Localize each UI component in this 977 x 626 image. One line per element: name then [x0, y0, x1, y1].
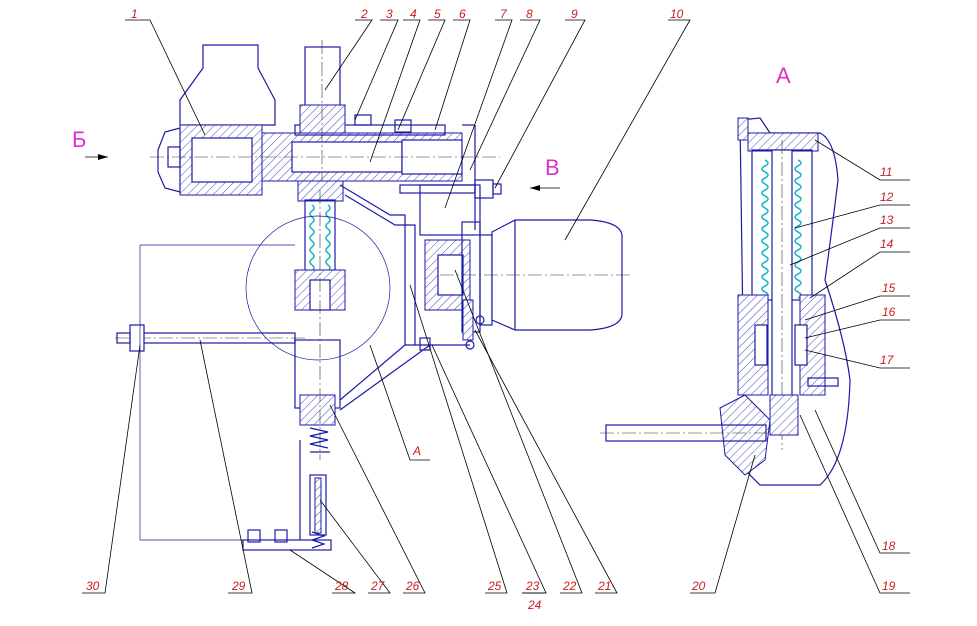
leader-lines — [82, 19, 910, 594]
callout-26: 26 — [405, 579, 420, 593]
callout-25: 25 — [487, 579, 502, 593]
section-marker-label: А — [412, 444, 421, 458]
callout-5: 5 — [434, 7, 441, 21]
callout-7: 7 — [500, 7, 508, 21]
callout-24: 24 — [527, 598, 542, 612]
top-housing — [261, 114, 500, 230]
callout-20: 20 — [691, 579, 706, 593]
callout-21: 21 — [597, 579, 611, 593]
frame-struts — [339, 184, 470, 411]
callout-numbers: 1 2 3 4 5 6 7 8 9 10 11 12 13 14 15 16 1… — [86, 7, 896, 612]
right-motor — [440, 219, 630, 331]
view-arrows — [85, 154, 560, 461]
section-view-a — [600, 117, 851, 486]
vertical-column — [294, 180, 346, 549]
callout-15: 15 — [882, 281, 896, 295]
top-stub — [299, 40, 346, 200]
main-assembly — [115, 40, 630, 551]
callout-3: 3 — [386, 7, 393, 21]
left-motor — [150, 44, 300, 196]
callout-28: 28 — [334, 579, 349, 593]
gearbox — [419, 184, 493, 350]
callout-2: 2 — [360, 7, 368, 21]
section-a-title: А — [776, 63, 791, 88]
view-b-label: Б — [72, 127, 86, 152]
callout-29: 29 — [231, 579, 246, 593]
side-bolt — [399, 179, 502, 199]
callout-12: 12 — [880, 190, 894, 204]
callout-30: 30 — [86, 579, 100, 593]
callout-1: 1 — [131, 7, 138, 21]
callout-14: 14 — [880, 237, 894, 251]
callout-27: 27 — [370, 579, 386, 593]
callout-10: 10 — [670, 7, 684, 21]
horizontal-rod — [115, 244, 305, 541]
callout-13: 13 — [880, 213, 894, 227]
callout-6: 6 — [459, 7, 466, 21]
view-v-label: В — [545, 155, 560, 180]
callout-4: 4 — [410, 7, 417, 21]
bottom-bracket — [242, 440, 332, 551]
callout-19: 19 — [882, 579, 896, 593]
callout-16: 16 — [882, 305, 896, 319]
callout-17: 17 — [880, 353, 895, 367]
callout-18: 18 — [882, 539, 896, 553]
callout-22: 22 — [562, 579, 577, 593]
callout-8: 8 — [526, 7, 533, 21]
callout-11: 11 — [880, 165, 892, 179]
callout-9: 9 — [571, 7, 578, 21]
detail-circle — [245, 215, 391, 361]
callout-23: 23 — [525, 579, 540, 593]
